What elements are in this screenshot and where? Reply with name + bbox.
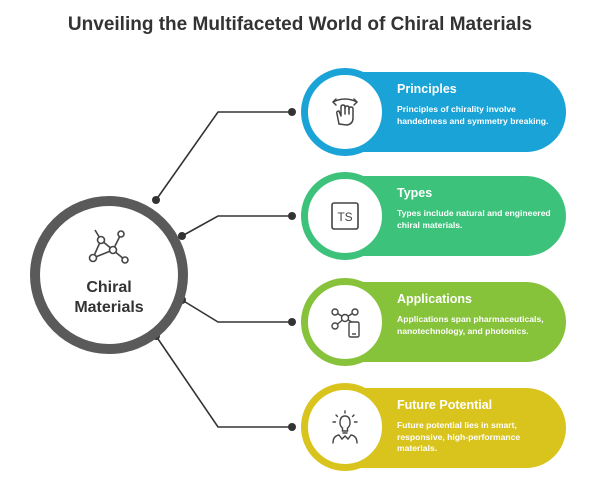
lightbulb-person-icon	[332, 410, 358, 444]
connector-dot-hub-2	[178, 232, 186, 240]
card-description: Types include natural and engineered chi…	[397, 208, 551, 230]
page-title: Unveiling the Multifaceted World of Chir…	[67, 14, 533, 35]
connector-dot-hub-1	[152, 196, 160, 204]
card-heading: Principles	[397, 82, 457, 96]
connector-dot-principles	[288, 108, 296, 116]
hub-label-line1: Chiral	[86, 279, 132, 296]
connector-dot-types	[288, 212, 296, 220]
connector-dot-future-potential	[288, 423, 296, 431]
hand-rotate-icon	[332, 98, 358, 126]
badge-types: TS	[301, 172, 389, 260]
central-hub: Chiral Materials	[30, 196, 188, 354]
card-description: Principles of chirality involve handedne…	[397, 104, 549, 126]
card-heading: Future Potential	[397, 398, 493, 412]
card-description: Future potential lies in smart, responsi…	[397, 420, 521, 453]
badge-applications	[301, 278, 389, 366]
ts-box-icon: TS	[331, 202, 359, 230]
card-heading: Applications	[397, 292, 473, 306]
svg-text:TS: TS	[337, 210, 352, 224]
hub-label: Chiral Materials	[40, 278, 178, 318]
badge-future-potential	[301, 383, 389, 471]
phone-network-icon	[331, 308, 360, 338]
hub-label-line2: Materials	[74, 299, 144, 316]
card-heading: Types	[397, 186, 433, 200]
badge-principles	[301, 68, 389, 156]
molecule-network-icon	[88, 229, 129, 264]
connector-dot-applications	[288, 318, 296, 326]
card-description: Applications span pharmaceuticals, nanot…	[397, 314, 544, 336]
